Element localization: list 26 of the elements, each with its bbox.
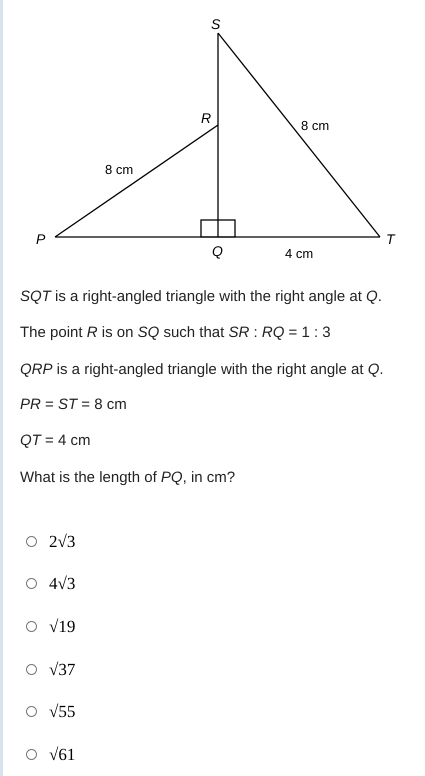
- answer-option: √61: [49, 746, 76, 764]
- vertex-label: P: [36, 232, 46, 246]
- vertex-label: Q: [212, 244, 223, 258]
- answer-option: 2√3: [49, 533, 76, 551]
- answer-option: √19: [49, 618, 76, 636]
- line-segment: [217, 125, 219, 237]
- length-label: 8 cm: [300, 119, 330, 133]
- vertex-label: T: [386, 232, 395, 246]
- answer-option: √55: [49, 703, 76, 721]
- statement-text: QT = 4 cm: [20, 432, 90, 450]
- answer-option: √37: [49, 661, 76, 679]
- length-label: 4 cm: [284, 247, 314, 261]
- line-segment: [218, 236, 380, 238]
- length-label: 8 cm: [104, 163, 134, 177]
- line-segment: [54, 124, 218, 238]
- vertex-label: S: [211, 17, 220, 31]
- statement-text: QRP is a right-angled triangle with the right angle at Q.: [20, 361, 384, 379]
- statement-text: SQT is a right-angled triangle with the right angle at Q.: [20, 288, 382, 306]
- statement-text: The point R is on SQ such that SR : RQ = 1 : 3: [20, 324, 331, 342]
- question-text: What is the length of PQ, in cm?: [20, 469, 236, 487]
- statement-text: PR = ST = 8 cm: [20, 396, 127, 414]
- vertex-label: R: [201, 111, 212, 125]
- line-segment: [55, 236, 218, 238]
- answer-option: 4√3: [49, 575, 76, 593]
- line-segment: [217, 33, 219, 125]
- line-segment: [218, 32, 380, 238]
